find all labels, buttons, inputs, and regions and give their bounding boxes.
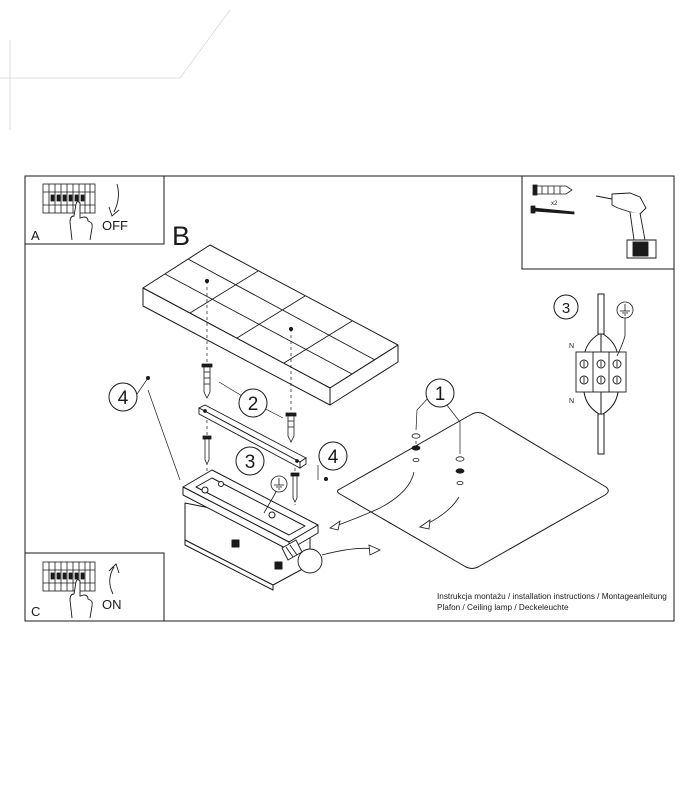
lamp-body (182, 469, 319, 591)
wall-plug-icon (285, 412, 297, 443)
arrow-up-icon (108, 563, 120, 595)
leader-lines (134, 377, 461, 481)
screw-icon (530, 205, 575, 215)
mounting-bar (198, 404, 307, 469)
wiring-label-n-top: N (569, 343, 574, 350)
panel-c-action: ON (102, 597, 122, 612)
panel-a-action: OFF (102, 218, 128, 233)
footer-line-2: Plafon / Ceiling lamp / Deckeleuchte (437, 603, 569, 612)
callout-4-right: 4 (318, 441, 348, 471)
ground-icon (263, 475, 288, 514)
panel-c-letter: C (31, 604, 40, 619)
screw-icon (202, 435, 212, 465)
tools-panel: x2 (521, 175, 675, 270)
panel-c: C ON (24, 552, 165, 622)
panel-a-letter: A (31, 228, 40, 243)
callout-1-number: 1 (435, 384, 446, 405)
arrow-down-icon (108, 183, 120, 217)
wall-plug-icon (201, 363, 213, 399)
callout-4-right-number: 4 (328, 447, 339, 468)
callout-4-left-number: 4 (118, 388, 129, 409)
wiring-callout-circle (553, 294, 579, 320)
circuit-breaker-icon (42, 183, 96, 214)
footer-line-1: Instrukcja montażu / installation instru… (437, 592, 667, 601)
cable (583, 293, 619, 455)
background-lines (0, 9, 231, 130)
callout-1: 1 (425, 378, 455, 408)
callout-2: 2 (238, 388, 268, 418)
terminal-block (575, 351, 627, 393)
drill-icon (595, 192, 657, 259)
panel-b-letter: B (172, 221, 190, 251)
circuit-breaker-icon (42, 561, 96, 592)
wiring-callout-number: 3 (562, 300, 570, 317)
ceiling-slab (142, 244, 399, 406)
panel-a: A OFF (24, 175, 165, 245)
wiring-label-n-bottom: N (569, 398, 574, 405)
wall-plug-icon (532, 184, 573, 196)
ground-icon (616, 301, 634, 357)
callout-2-number: 2 (248, 394, 259, 415)
hand-icon (69, 201, 93, 241)
wiring-detail: 3 N N (553, 293, 634, 455)
screw-icon (290, 472, 300, 503)
glass-plate (337, 412, 609, 569)
footer-caption: Instrukcja montażu / installation instru… (437, 591, 667, 613)
callout-3: 3 (235, 446, 265, 476)
bulb-icon (281, 539, 323, 574)
hand-icon (69, 579, 93, 619)
small-screw (324, 477, 328, 481)
main-frame (24, 175, 675, 622)
callout-3-number: 3 (245, 452, 256, 473)
washers (411, 433, 465, 485)
flow-arrows (321, 471, 460, 556)
callout-4-left: 4 (108, 382, 138, 412)
dowel-count: x2 (551, 201, 558, 207)
